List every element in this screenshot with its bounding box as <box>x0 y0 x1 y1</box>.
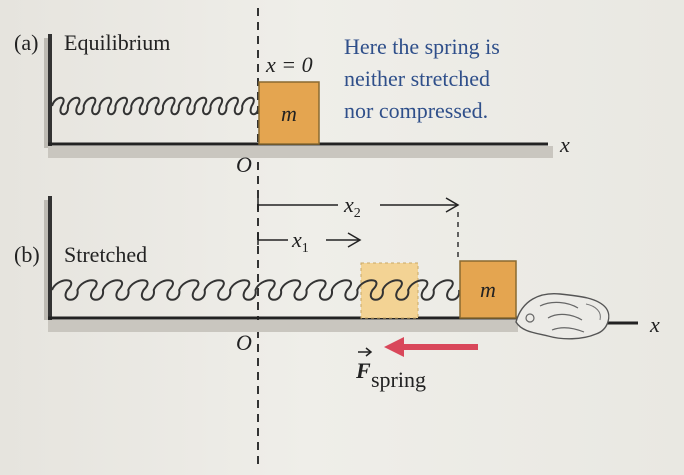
floor-shadow-a <box>48 146 553 158</box>
axis-label-a: x <box>559 132 570 157</box>
wall-b <box>48 196 52 320</box>
origin-label-b: O <box>236 330 252 355</box>
force-arrowhead <box>384 337 404 357</box>
panel-b-tag: (b) <box>14 242 40 267</box>
floor-shadow-b <box>48 320 518 332</box>
mass-block-a <box>258 81 320 145</box>
x1-arrowhead <box>347 232 362 248</box>
panel-b: m x2 x1 (b) Stretched O x F spring <box>14 192 660 392</box>
note-line-2: neither stretched <box>344 66 490 91</box>
force-subscript: spring <box>371 367 426 392</box>
note-line-1: Here the spring is <box>344 34 500 59</box>
panel-b-title: Stretched <box>64 242 147 267</box>
panel-a: m (a) Equilibrium x = 0 Here the spring … <box>14 30 570 177</box>
force-vector-hat-head <box>365 347 373 357</box>
axis-label-b: x <box>649 312 660 337</box>
note-line-3: nor compressed. <box>344 98 488 123</box>
panel-a-tag: (a) <box>14 30 38 55</box>
x1-label: x1 <box>291 227 309 256</box>
mass-label-b: m <box>480 277 496 302</box>
wall-a <box>48 34 52 148</box>
origin-label-a: O <box>236 152 252 177</box>
spring-a <box>51 96 260 116</box>
mass-label-a: m <box>281 101 297 126</box>
spring-b <box>51 279 461 301</box>
panel-a-title: Equilibrium <box>64 30 170 55</box>
force-label: F <box>355 358 371 383</box>
x2-arrowhead <box>445 197 460 213</box>
ghost-block <box>360 262 419 319</box>
hand-icon <box>515 293 610 340</box>
x2-label: x2 <box>343 192 361 221</box>
mass-block-b <box>459 260 517 319</box>
equilibrium-eq: x = 0 <box>265 52 313 77</box>
